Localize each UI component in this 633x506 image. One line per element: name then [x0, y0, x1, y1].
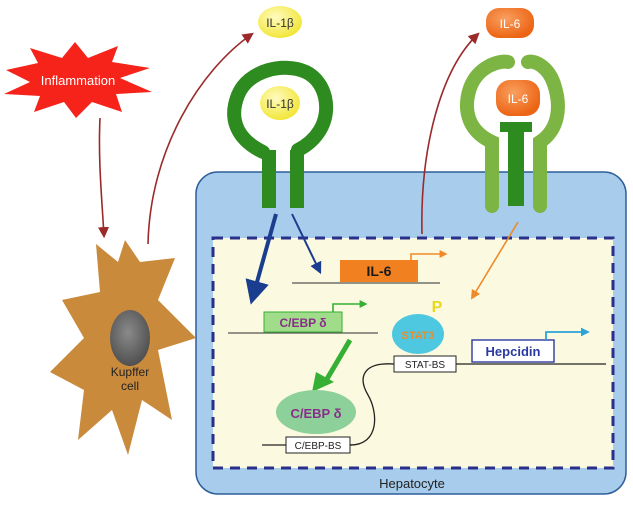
cebp-gene-label: C/EBP δ [279, 316, 326, 330]
kupffer-label-line1: Kupffer [111, 365, 149, 379]
inflammation-burst [4, 42, 152, 118]
hepcidin-gene-label: Hepcidin [486, 344, 541, 359]
arrow-kupffer-to-il1b [147, 32, 254, 245]
il1b-secreted-label: IL-1β [266, 16, 294, 30]
arrow-cebp-head [312, 372, 334, 392]
cebp-gene-box [263, 311, 343, 333]
il1b-bound-label: IL-1β [266, 97, 294, 111]
kupffer-label-line2: cell [121, 379, 139, 393]
il1b-bound-ball [260, 86, 300, 120]
il6-secreted-ball [486, 8, 534, 38]
arrow-il1b-to-cebp-gene [245, 213, 278, 305]
stat-bs-label: STAT-BS [405, 360, 446, 371]
il6-receptor [460, 54, 565, 213]
hepatocyte-label: Hepatocyte [379, 476, 445, 491]
cebp-protein [276, 390, 356, 434]
il1b-secreted-ball [258, 6, 302, 38]
arrow-il1b-to-il6-gene [291, 213, 322, 275]
arrow-il6r-to-stat3 [471, 221, 519, 300]
il6-secreted-label: IL-6 [500, 17, 521, 31]
arrow-hepatocyte-to-il6 [421, 32, 480, 235]
il6-gene-box [340, 260, 418, 282]
stat3-protein [392, 314, 444, 354]
il6-bound-ball [496, 80, 540, 116]
dna-loop [349, 363, 395, 446]
cebp-bs-label: C/EBP-BS [295, 441, 342, 452]
kupffer-nucleus [110, 310, 150, 366]
inflammation-label: Inflammation [41, 73, 115, 88]
hepcidin-promoter-arrow [545, 327, 590, 340]
il6-gene-promoter-arrow [410, 250, 448, 260]
il6-gene-label: IL-6 [367, 263, 392, 279]
phospho-label: P [432, 299, 443, 316]
stat3-label: STAT3 [401, 330, 434, 342]
arrow-inflammation-to-kupffer [97, 117, 110, 239]
cebp-gene-promoter-arrow [332, 300, 368, 312]
hepcidin-gene-box [471, 339, 555, 363]
il6-bound-label: IL-6 [508, 92, 529, 106]
arrow-cebp-gene-to-protein [321, 338, 353, 386]
il1b-receptor [227, 60, 334, 208]
cebp-protein-label: C/EBP δ [291, 406, 342, 421]
stat-bs-box [393, 355, 457, 373]
